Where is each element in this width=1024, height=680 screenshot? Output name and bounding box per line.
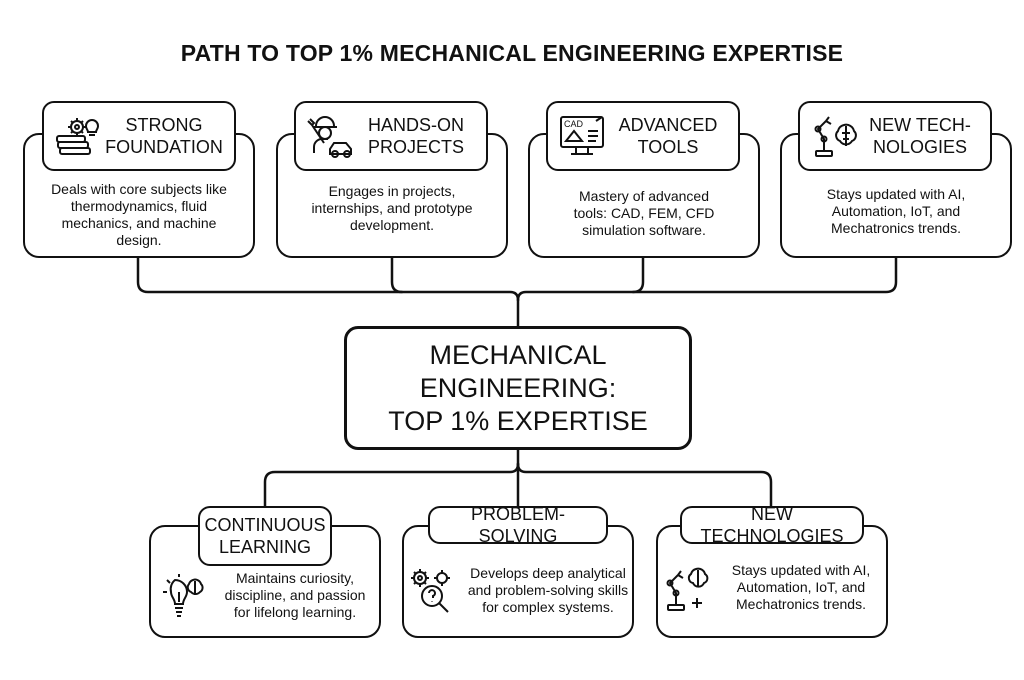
- connector-top-1: [136, 256, 520, 302]
- card-body: Develops deep analytical and problem-sol…: [408, 565, 630, 616]
- robot-arm-brain-icon: [810, 113, 860, 159]
- card-description: Deals with core subjects like thermodyna…: [51, 181, 227, 248]
- tab-title: NEW TECH-NOLOGIES: [869, 115, 971, 157]
- tab-new-technologies-bottom: NEW TECHNOLOGIES: [680, 504, 864, 546]
- robot-arm-brain-icon: [662, 565, 712, 611]
- tab-title: PROBLEM-SOLVING: [470, 504, 566, 546]
- cad-monitor-icon: CAD: [558, 113, 608, 159]
- connector-bottom-3: [516, 462, 773, 510]
- tab-title: NEW TECHNOLOGIES: [700, 504, 844, 546]
- card-description: Mastery of advanced tools: CAD, FEM, CFD…: [573, 188, 715, 238]
- card-body: Stays updated with AI, Automation, IoT, …: [662, 562, 882, 613]
- lightbulb-brain-icon: [158, 573, 208, 619]
- card-description: Develops deep analytical and problem-sol…: [467, 565, 629, 615]
- card-description: Maintains curiosity, discipline, and pas…: [224, 570, 366, 620]
- card-description: Engages in projects, internships, and pr…: [311, 183, 473, 233]
- diagram-title: PATH TO TOP 1% MECHANICAL ENGINEERING EX…: [180, 40, 844, 66]
- card-description: Stays updated with AI, Automation, IoT, …: [826, 186, 966, 236]
- connector-bottom-1: [263, 462, 520, 510]
- center-title-line2: TOP 1% EXPERTISE: [388, 405, 648, 436]
- connector-top-3: [631, 256, 645, 294]
- gears-magnifier-icon: [408, 568, 458, 614]
- connector-top-4: [516, 256, 898, 302]
- tab-problem-solving: PROBLEM-SOLVING: [428, 504, 608, 546]
- tab-new-technologies-top: NEW TECH-NOLOGIES: [798, 101, 992, 171]
- svg-text:CAD: CAD: [564, 119, 584, 129]
- center-title-line1: MECHANICAL ENGINEERING:: [419, 339, 617, 403]
- card-body: Maintains curiosity, discipline, and pas…: [158, 570, 374, 621]
- engineer-car-icon: [306, 113, 356, 159]
- card-description: Stays updated with AI, Automation, IoT, …: [731, 562, 871, 612]
- connector-top-2: [390, 256, 404, 294]
- books-gears-icon: [54, 113, 104, 159]
- center-topic-box: MECHANICAL ENGINEERING: TOP 1% EXPERTISE: [344, 326, 692, 450]
